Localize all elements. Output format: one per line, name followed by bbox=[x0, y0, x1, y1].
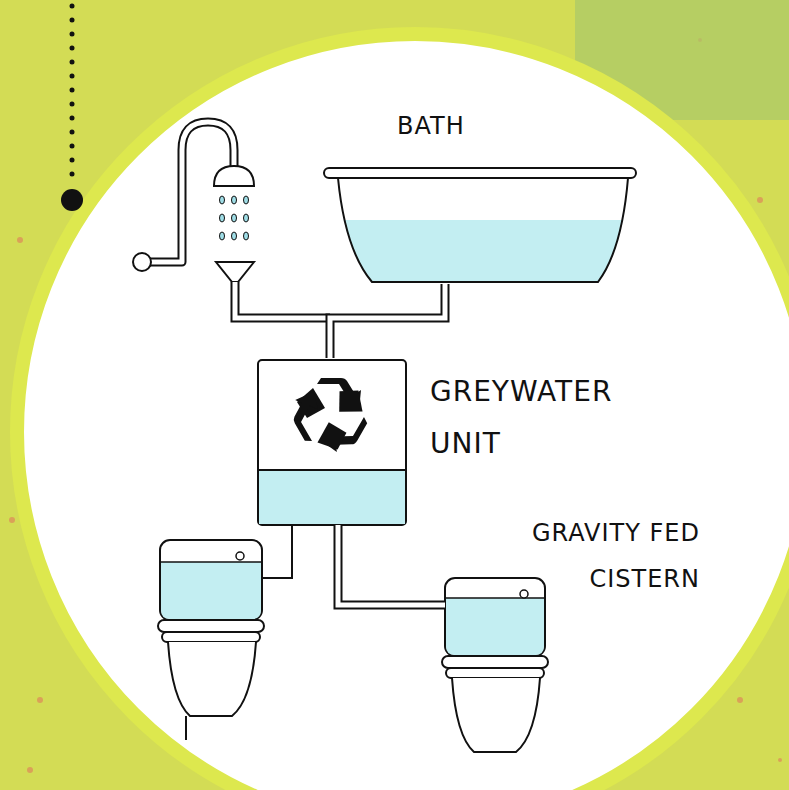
node-label: GREYWATER UNIT bbox=[430, 366, 635, 470]
shower bbox=[133, 122, 330, 318]
pipe-outline bbox=[338, 525, 445, 605]
cistern-node: GRAVITY FED CISTERN bbox=[445, 510, 702, 755]
pipe-outline bbox=[330, 284, 445, 358]
frame-circle bbox=[17, 34, 789, 790]
node-label: GRAVITY FED CISTERN bbox=[470, 510, 700, 602]
greywater-tank bbox=[258, 360, 406, 525]
pipe-connector bbox=[338, 525, 445, 605]
node-label: BATH bbox=[397, 110, 517, 142]
dotted-line bbox=[61, 4, 83, 212]
pipe-bore bbox=[338, 525, 445, 605]
right-toilet bbox=[442, 578, 548, 752]
recycle-symbol bbox=[285, 378, 379, 461]
greywater-unit-node: GREYWATER UNIT bbox=[258, 358, 640, 525]
pipe-bore bbox=[330, 284, 445, 358]
bath-tub bbox=[324, 168, 640, 290]
left-toilet bbox=[158, 525, 292, 740]
bath-node: BATH bbox=[322, 110, 640, 284]
pipe-connector bbox=[330, 284, 445, 358]
